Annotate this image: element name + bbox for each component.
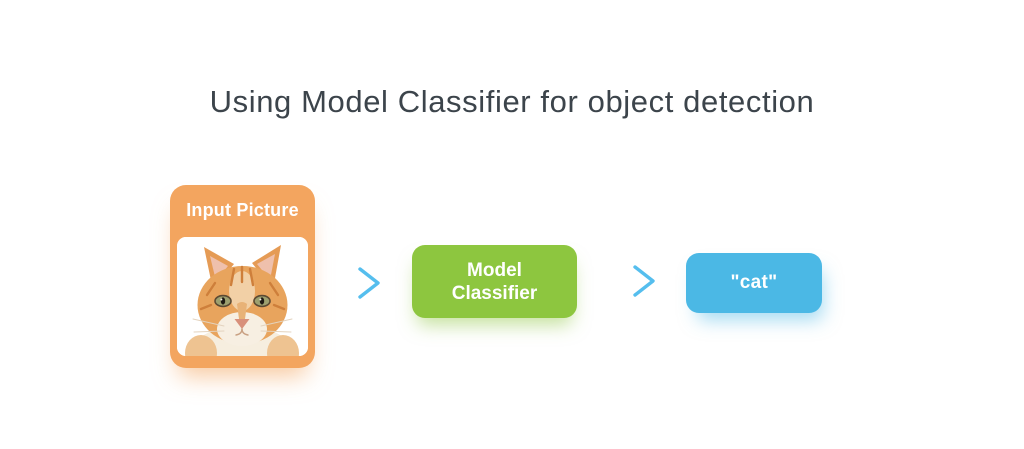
- output-label: "cat": [730, 272, 778, 293]
- cat-photo: [177, 237, 308, 356]
- output-node: "cat": [686, 253, 822, 313]
- arrow-right-icon: [593, 259, 659, 303]
- model-classifier-node: Model Classifier: [412, 245, 577, 318]
- model-classifier-label: Model Classifier: [451, 259, 538, 304]
- arrow-right-icon: [318, 261, 384, 305]
- input-picture-label: Input Picture: [186, 200, 299, 220]
- input-picture-node: Input Picture: [170, 185, 315, 368]
- page-title: Using Model Classifier for object detect…: [209, 84, 815, 119]
- cat-illustration: [177, 237, 308, 356]
